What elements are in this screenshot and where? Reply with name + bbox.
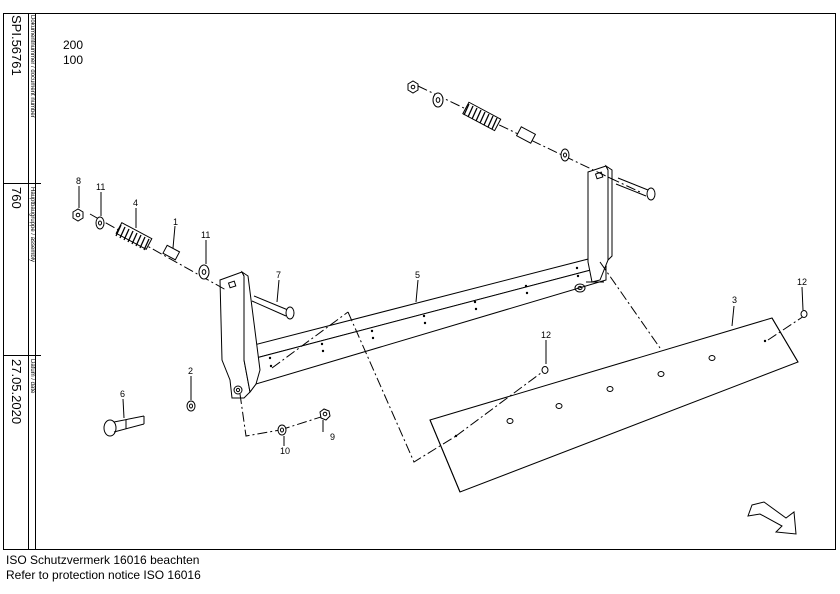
callout-2: 2 bbox=[188, 366, 193, 376]
callout-12-center: 12 bbox=[541, 330, 551, 340]
assembly-centerlines bbox=[89, 85, 805, 463]
right-side-plate bbox=[574, 164, 613, 293]
left-hardware bbox=[72, 208, 331, 437]
callout-3: 3 bbox=[732, 295, 737, 305]
direction-arrow bbox=[747, 501, 797, 535]
callout-9: 9 bbox=[330, 432, 335, 442]
callout-6: 6 bbox=[120, 389, 125, 399]
drawing-sheet bbox=[3, 13, 836, 550]
callout-1: 1 bbox=[173, 217, 178, 227]
callout-5: 5 bbox=[415, 270, 420, 280]
title-block: SPI.56761 Dokumentnummer / document numb… bbox=[3, 13, 41, 550]
right-hardware bbox=[407, 80, 808, 374]
protection-notice-de: ISO Schutzvermerk 16016 beachten bbox=[6, 553, 200, 567]
callout-labels: 8 11 4 1 11 7 5 6 2 10 9 3 12 12 bbox=[76, 176, 807, 456]
callout-10: 10 bbox=[280, 446, 290, 456]
quantity-1: 200 bbox=[63, 38, 84, 52]
protection-notice-en: Refer to protection notice ISO 16016 bbox=[6, 568, 201, 582]
callout-11-left: 11 bbox=[96, 182, 105, 192]
callout-4: 4 bbox=[133, 198, 138, 208]
bracket-beam bbox=[249, 255, 607, 393]
left-side-plate bbox=[219, 270, 261, 399]
callout-12-right: 12 bbox=[797, 277, 807, 287]
callout-8: 8 bbox=[76, 176, 81, 186]
cutting-blade bbox=[429, 317, 799, 493]
quantity-2: 100 bbox=[63, 53, 84, 67]
callout-7: 7 bbox=[276, 270, 281, 280]
callout-leaders bbox=[78, 186, 804, 446]
callout-11-right: 11 bbox=[201, 230, 210, 240]
